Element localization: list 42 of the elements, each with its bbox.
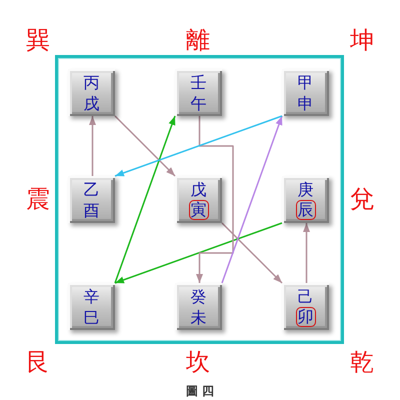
- bevel-tile: [282, 176, 329, 223]
- trigram-label: 震: [26, 187, 50, 211]
- stem-label: 癸: [190, 286, 206, 306]
- bevel-tile: [68, 176, 115, 223]
- branch-label: 戌: [84, 92, 100, 114]
- branch-label: 未: [190, 306, 206, 328]
- arrow: [114, 116, 176, 284]
- stem-label: 己: [298, 286, 314, 307]
- stem-label: 甲: [298, 72, 314, 92]
- arrow: [196, 116, 234, 283]
- stem-label: 壬: [190, 72, 206, 92]
- bevel-tile: [282, 283, 329, 330]
- circled-branch-label: 寅: [188, 200, 208, 220]
- circled-branch-label: 辰: [296, 200, 316, 220]
- arrow: [221, 116, 283, 284]
- trigram-label: 坤: [350, 28, 374, 52]
- circled-branch-label: 卯: [296, 307, 316, 327]
- stem-label: 丙: [84, 72, 100, 92]
- branch-label: 申: [298, 92, 314, 114]
- arrow: [303, 223, 310, 283]
- arrow: [89, 116, 96, 176]
- bevel-tile: [68, 69, 115, 116]
- branch-label: 酉: [84, 200, 100, 220]
- bevel-tile: [175, 176, 222, 223]
- branch-label: 巳: [84, 306, 100, 328]
- stem-label: 乙: [84, 178, 100, 200]
- branch-label: 午: [190, 92, 206, 114]
- bevel-tile: [175, 69, 222, 116]
- trigram-label: 艮: [26, 350, 50, 374]
- trigram-label: 巽: [26, 28, 50, 52]
- stem-label: 庚: [298, 179, 314, 200]
- bevel-tile: [282, 69, 329, 116]
- bevel-tile: [68, 283, 115, 330]
- arrow: [114, 222, 282, 284]
- arrow: [114, 115, 176, 177]
- stem-label: 辛: [84, 286, 100, 306]
- stem-label: 戊: [190, 179, 206, 200]
- arrow: [114, 115, 282, 177]
- trigram-label: 乾: [350, 350, 374, 374]
- arrow: [221, 222, 283, 284]
- figure-caption: 圖 四: [186, 385, 214, 397]
- bevel-tile: [175, 283, 222, 330]
